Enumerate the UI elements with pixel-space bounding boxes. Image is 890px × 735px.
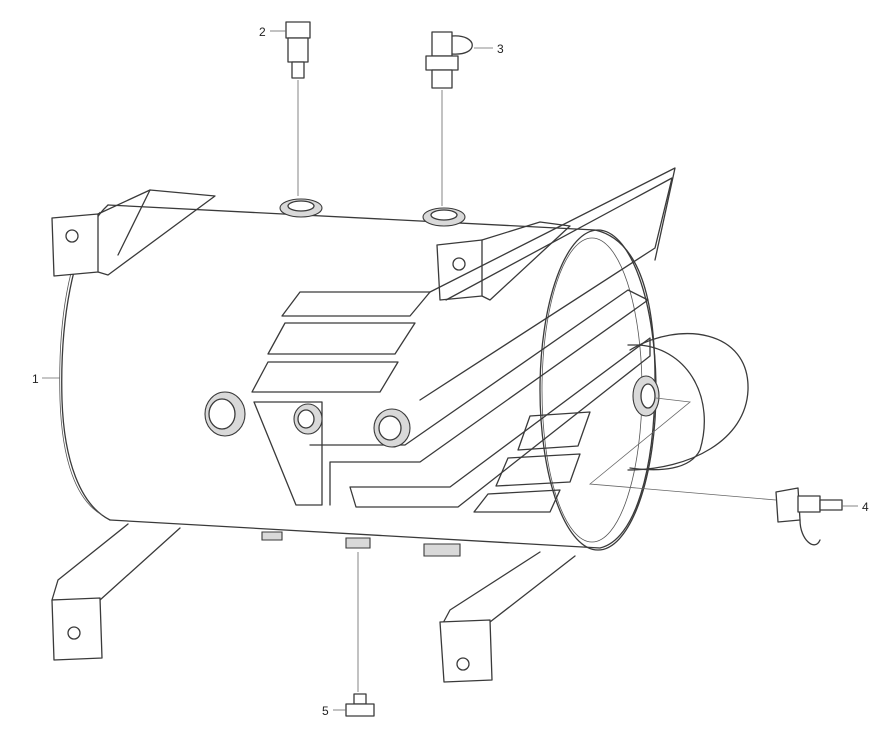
callout-4: 4	[862, 500, 869, 514]
callout-leaders	[42, 30, 858, 711]
valve-part-3	[425, 31, 473, 206]
fitting-part-2	[285, 21, 311, 196]
bottom-left-bracket	[51, 523, 181, 661]
bottom-right-bracket	[439, 551, 576, 683]
plug-part-5	[345, 552, 375, 717]
tank-ports	[204, 198, 660, 557]
callout-labels: 1 2 3 4 5	[32, 25, 869, 718]
callout-1: 1	[32, 372, 39, 386]
callout-2: 2	[259, 25, 266, 39]
top-right-bracket	[436, 221, 571, 301]
air-tank	[59, 204, 657, 551]
logo-stripes	[251, 167, 676, 513]
callout-5: 5	[322, 704, 329, 718]
top-left-bracket	[51, 189, 216, 277]
callout-3: 3	[497, 42, 504, 56]
drain-valve-part-4	[588, 397, 843, 546]
